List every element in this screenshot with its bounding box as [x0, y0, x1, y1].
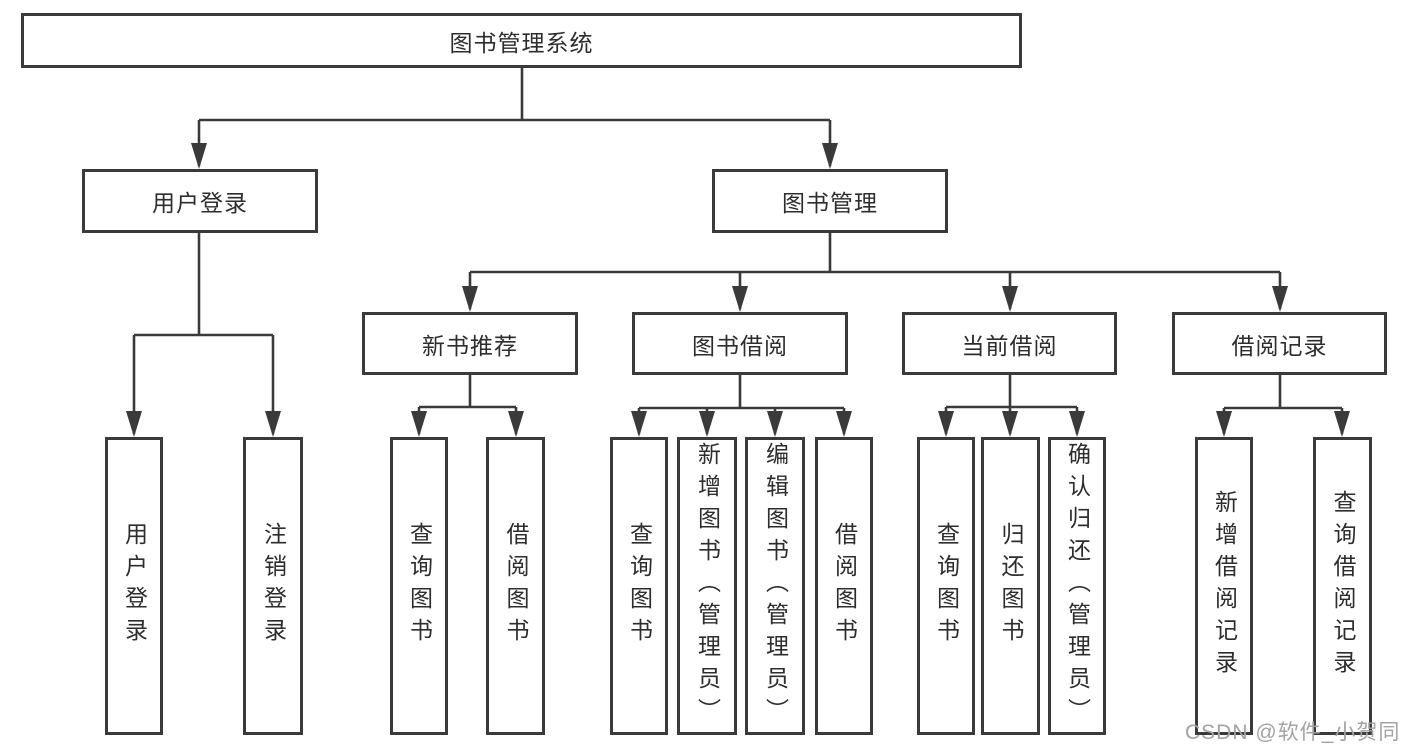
- leaf-borrow-books-2-label: 借阅图书: [831, 522, 858, 650]
- leaf-return-books: 归还图书: [981, 437, 1040, 735]
- leaf-add-borrow-record-label: 新增借阅记录: [1211, 490, 1238, 682]
- leaf-logout-label: 注销登录: [260, 522, 287, 650]
- connector-borrow-record-to-leaves: [1222, 375, 1344, 434]
- leaf-edit-books-admin: 编辑图书（管理员）: [745, 437, 805, 735]
- node-book-management-label: 图书管理: [782, 190, 878, 216]
- node-current-borrow: 当前借阅: [902, 312, 1117, 375]
- connector-new-book-to-leaves: [417, 375, 518, 434]
- node-root-label: 图书管理系统: [449, 29, 594, 56]
- connector-book-borrow-to-leaves: [637, 375, 846, 434]
- leaf-query-books-1-label: 查询图书: [406, 522, 433, 650]
- node-user-login-label: 用户登录: [152, 190, 248, 216]
- leaf-user-login: 用户登录: [105, 437, 163, 735]
- node-book-borrow: 图书借阅: [632, 312, 848, 375]
- leaf-query-borrow-record: 查询借阅记录: [1313, 437, 1372, 735]
- node-root: 图书管理系统: [21, 13, 1022, 68]
- node-borrow-record: 借阅记录: [1172, 312, 1387, 375]
- node-new-book-recommend-label: 新书推荐: [422, 332, 518, 359]
- leaf-add-books-admin: 新增图书（管理员）: [677, 437, 737, 735]
- leaf-borrow-books-1: 借阅图书: [486, 437, 545, 735]
- leaf-borrow-books-1-label: 借阅图书: [503, 522, 529, 650]
- leaf-query-books-1: 查询图书: [390, 437, 448, 735]
- node-book-borrow-label: 图书借阅: [692, 332, 788, 359]
- leaf-user-login-label: 用户登录: [121, 522, 148, 650]
- csdn-watermark: CSDN @软件_小贺同学: [1185, 721, 1401, 744]
- leaf-query-books-2: 查询图书: [610, 437, 668, 735]
- connector-user-login-to-leaves: [132, 233, 275, 434]
- leaf-borrow-books-2: 借阅图书: [815, 437, 873, 735]
- node-book-management: 图书管理: [712, 169, 948, 233]
- arrowheads: [126, 143, 1350, 437]
- leaf-query-books-2-label: 查询图书: [626, 522, 653, 650]
- connector-book-mgmt-to-level3: [468, 233, 1282, 309]
- leaf-confirm-return-admin-label: 确认归还（管理员）: [1064, 442, 1091, 730]
- leaf-confirm-return-admin: 确认归还（管理员）: [1048, 437, 1106, 735]
- node-user-login: 用户登录: [82, 169, 318, 233]
- leaf-add-borrow-record: 新增借阅记录: [1195, 437, 1253, 735]
- node-borrow-record-label: 借阅记录: [1231, 332, 1328, 359]
- leaf-logout: 注销登录: [243, 437, 303, 735]
- leaf-return-books-label: 归还图书: [998, 522, 1024, 650]
- leaf-query-books-3-label: 查询图书: [933, 522, 960, 650]
- leaf-edit-books-admin-label: 编辑图书（管理员）: [762, 442, 789, 730]
- node-current-borrow-label: 当前借阅: [961, 332, 1058, 359]
- leaf-query-books-3: 查询图书: [917, 437, 975, 735]
- node-new-book-recommend: 新书推荐: [362, 312, 578, 375]
- connector-root-to-level2: [197, 68, 832, 166]
- leaf-query-borrow-record-label: 查询借阅记录: [1330, 490, 1356, 682]
- leaf-add-books-admin-label: 新增图书（管理员）: [694, 442, 721, 730]
